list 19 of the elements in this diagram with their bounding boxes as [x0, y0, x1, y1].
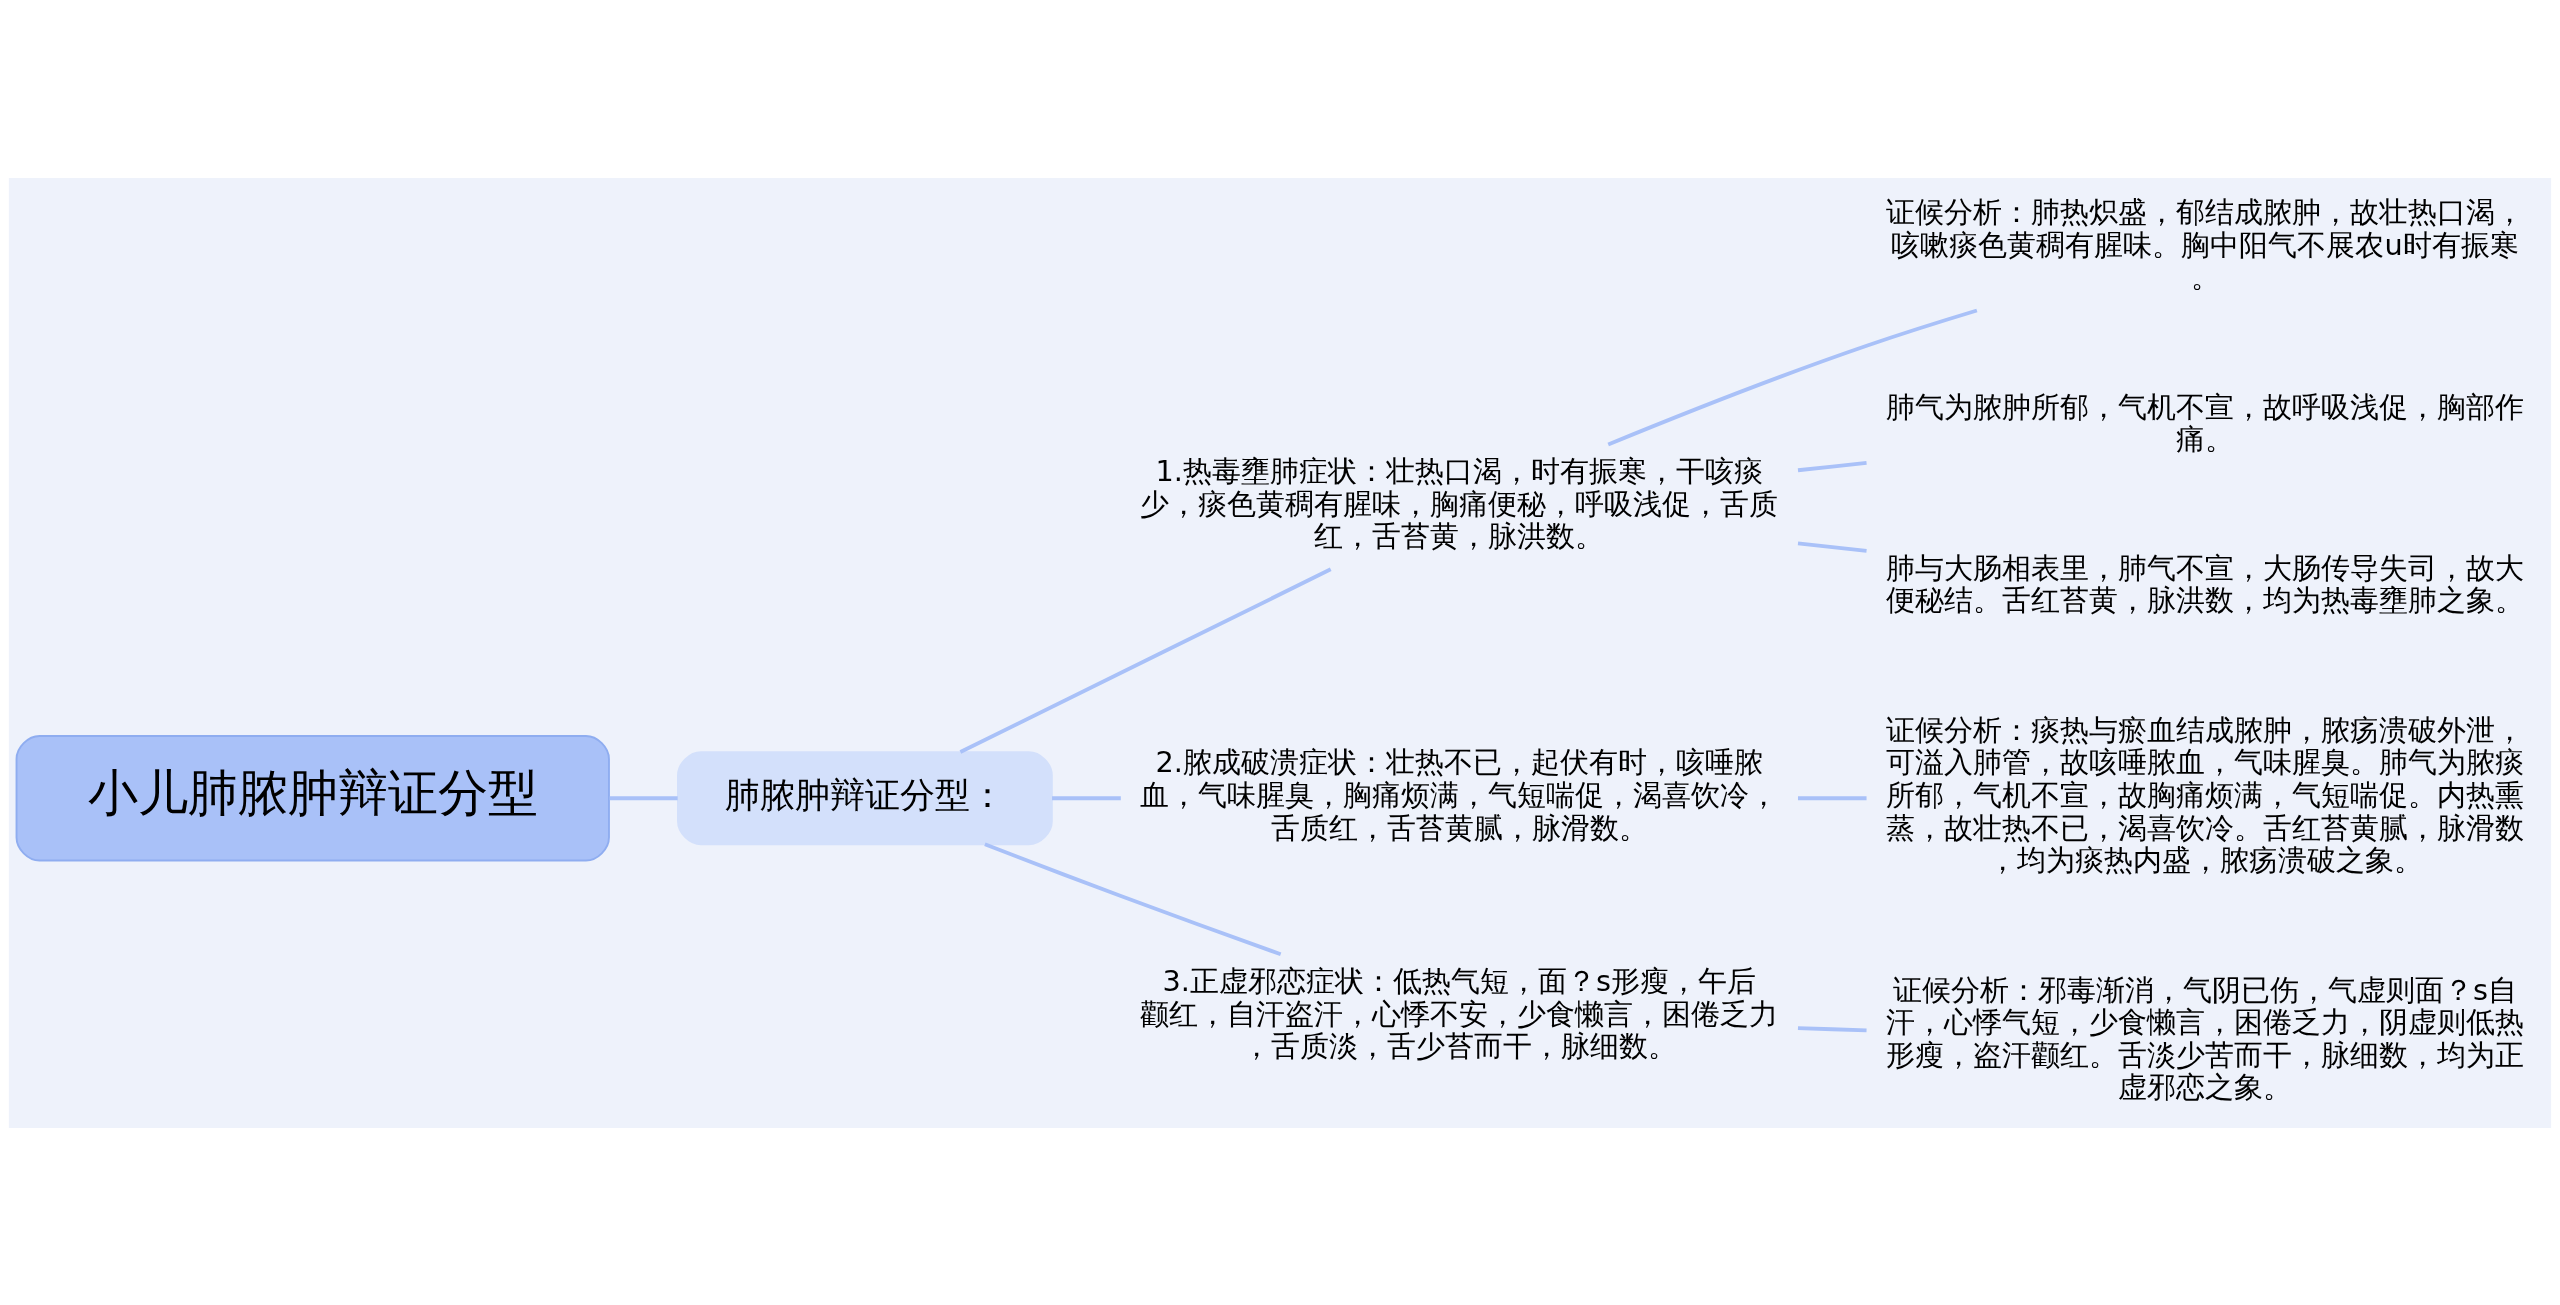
connector — [959, 567, 1332, 754]
connector — [1797, 460, 1867, 472]
connector — [1052, 795, 1121, 800]
connector — [1607, 308, 1978, 446]
connector — [1797, 1025, 1867, 1032]
node-text: 肺与大肠相表里，肺气不宣，大肠传导失司，故大便秘结。舌红苔黄，脉洪数，均为热毒壅肺之象。 — [1886, 550, 2525, 617]
node-text: 1.热毒壅肺症状：壮热口渴，时有振寒，干咳痰少，痰色黄稠有腥味，胸痛便秘，呼吸浅促，舌质红，舌苔黄，脉洪数。 — [1140, 453, 1779, 553]
connector — [1797, 540, 1867, 553]
node-box: 小儿肺脓肿辩证分型 — [15, 734, 610, 861]
connector — [1798, 795, 1867, 800]
node-box: 肺脓肿辩证分型： — [677, 750, 1053, 845]
node-text: 证候分析：肺热炽盛，郁结成脓肿，故壮热口渴，咳嗽痰色黄稠有腥味。胸中阳气不展农u时有振寒。 — [1886, 194, 2525, 294]
node-text: 2.脓成破溃症状：壮热不已，起伏有时，咳唾脓血，气味腥臭，胸痛烦满，气短喘促，渴喜饮冷，舌质红，舌苔黄腻，脉滑数。 — [1140, 744, 1779, 845]
node-text: 证候分析：痰热与瘀血结成脓肿，脓疡溃破外泄，可溢入肺管，故咳唾脓血，气味腥臭。肺气为脓痰所郁，气机不宣，故胸痛烦满，气短喘促。内热熏蒸，故壮热不已，渴喜饮冷。舌红苔黄腻，脉滑数，均为痰热内盛，脓疡溃破之象。 — [1886, 712, 2525, 877]
node-text: 证候分析：邪毒渐消，气阴已伤，气虚则面？s自汗，心悸气短，少食懒言，困倦乏力，阴虚则低热形瘦，盗汗颧红。舌淡少苦而干，脉细数，均为正虚邪恋之象。 — [1886, 972, 2525, 1104]
connector — [609, 795, 678, 800]
node-text: 肺气为脓肿所郁，气机不宣，故呼吸浅促，胸部作痛。 — [1886, 389, 2525, 456]
node-text: 3.正虚邪恋症状：低热气短，面？s形瘦，午后颧红，自汗盗汗，心悸不安，少食懒言，困倦乏力，舌质淡，舌少苔而干，脉细数。 — [1140, 963, 1779, 1063]
connector — [984, 842, 1282, 956]
